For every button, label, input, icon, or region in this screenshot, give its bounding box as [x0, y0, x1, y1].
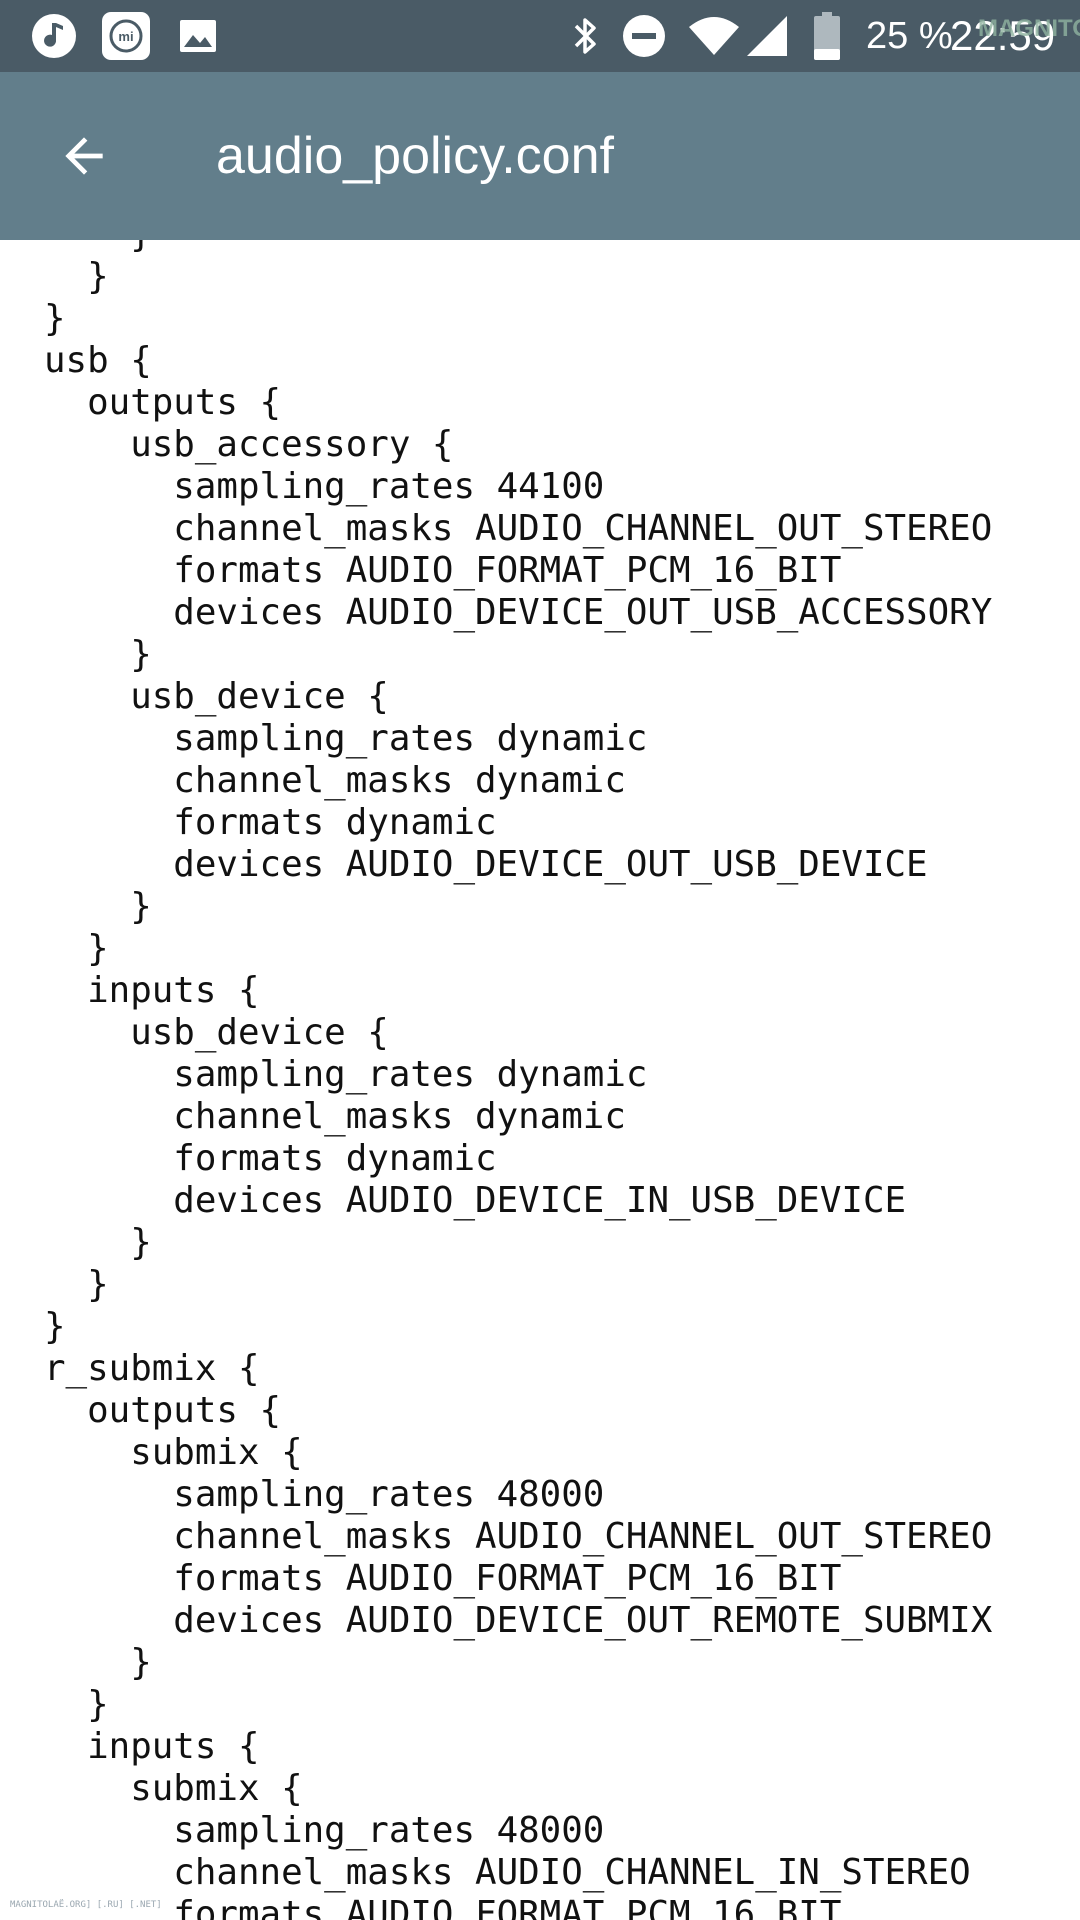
- code-line: sampling_rates 48000: [44, 1810, 605, 1851]
- code-line: sampling_rates 48000: [44, 1474, 605, 1515]
- app-bar: audio_policy.conf: [0, 72, 1080, 240]
- code-line: devices AUDIO_DEVICE_OUT_USB_ACCESSORY: [44, 592, 993, 633]
- battery-percent: 25 %: [866, 15, 953, 57]
- code-line: devices AUDIO_DEVICE_OUT_REMOTE_SUBMIX: [44, 1600, 993, 1641]
- dnd-icon: [620, 0, 668, 72]
- code-line: }: [44, 1222, 152, 1263]
- code-line: formats dynamic: [44, 802, 497, 843]
- code-line: inputs {: [44, 1726, 260, 1767]
- code-line: submix {: [44, 1768, 303, 1809]
- code-line: sampling_rates dynamic: [44, 718, 648, 759]
- code-line: sampling_rates dynamic: [44, 1054, 648, 1095]
- code-line: }: [44, 256, 109, 297]
- code-line: }: [44, 1684, 109, 1725]
- code-line: channel_masks AUDIO_CHANNEL_IN_STEREO: [44, 1852, 971, 1893]
- gallery-icon: [176, 0, 220, 72]
- svg-text:mi: mi: [118, 29, 133, 44]
- code-line: }: [44, 928, 109, 969]
- page-title: audio_policy.conf: [216, 127, 614, 185]
- music-note-icon: [30, 0, 78, 72]
- code-line: usb_accessory {: [44, 424, 454, 465]
- code-line: }: [44, 1642, 152, 1683]
- code-line: }: [44, 634, 152, 675]
- signal-icon: [744, 0, 790, 72]
- code-line: outputs {: [44, 1390, 282, 1431]
- footer-watermark: MAGNITOLAЁ.ORG] [.RU] [.NET]: [10, 1900, 162, 1910]
- code-line: outputs {: [44, 382, 282, 423]
- code-text: } }}usb { outputs { usb_accessory { samp…: [44, 240, 1080, 1920]
- status-watermark: MAGNITOLA: [978, 15, 1080, 42]
- file-content-viewer[interactable]: } }}usb { outputs { usb_accessory { samp…: [0, 240, 1080, 1920]
- clock: 22:59: [950, 12, 1056, 59]
- code-line: channel_masks dynamic: [44, 760, 626, 801]
- code-line: channel_masks dynamic: [44, 1096, 626, 1137]
- status-bar: mi 25: [0, 0, 1080, 72]
- code-line: formats dynamic: [44, 1138, 497, 1179]
- mi-icon: mi: [100, 0, 152, 72]
- code-line: inputs {: [44, 970, 260, 1011]
- code-line: channel_masks AUDIO_CHANNEL_OUT_STEREO: [44, 1516, 993, 1557]
- code-line: }: [44, 298, 66, 339]
- code-line: devices AUDIO_DEVICE_OUT_USB_DEVICE: [44, 844, 928, 885]
- wifi-icon: [686, 0, 742, 72]
- code-line: usb_device {: [44, 1012, 389, 1053]
- code-line: formats AUDIO_FORMAT_PCM_16_BIT: [44, 1894, 842, 1920]
- code-line: channel_masks AUDIO_CHANNEL_OUT_STEREO: [44, 508, 993, 549]
- code-line: }: [44, 886, 152, 927]
- code-line: usb_device {: [44, 676, 389, 717]
- code-line: formats AUDIO_FORMAT_PCM_16_BIT: [44, 550, 842, 591]
- back-button[interactable]: [40, 112, 128, 200]
- code-line: usb {: [44, 340, 152, 381]
- code-line: devices AUDIO_DEVICE_IN_USB_DEVICE: [44, 1180, 907, 1221]
- code-line: sampling_rates 44100: [44, 466, 605, 507]
- code-line: }: [44, 1264, 109, 1305]
- code-line: }: [44, 240, 1080, 256]
- code-line: r_submix {: [44, 1348, 260, 1389]
- arrow-back-icon: [65, 137, 103, 175]
- battery-icon: [810, 0, 844, 72]
- code-line: formats AUDIO_FORMAT_PCM_16_BIT: [44, 1558, 842, 1599]
- bluetooth-icon: [566, 0, 604, 72]
- code-line: submix {: [44, 1432, 303, 1473]
- code-line: }: [44, 1306, 66, 1347]
